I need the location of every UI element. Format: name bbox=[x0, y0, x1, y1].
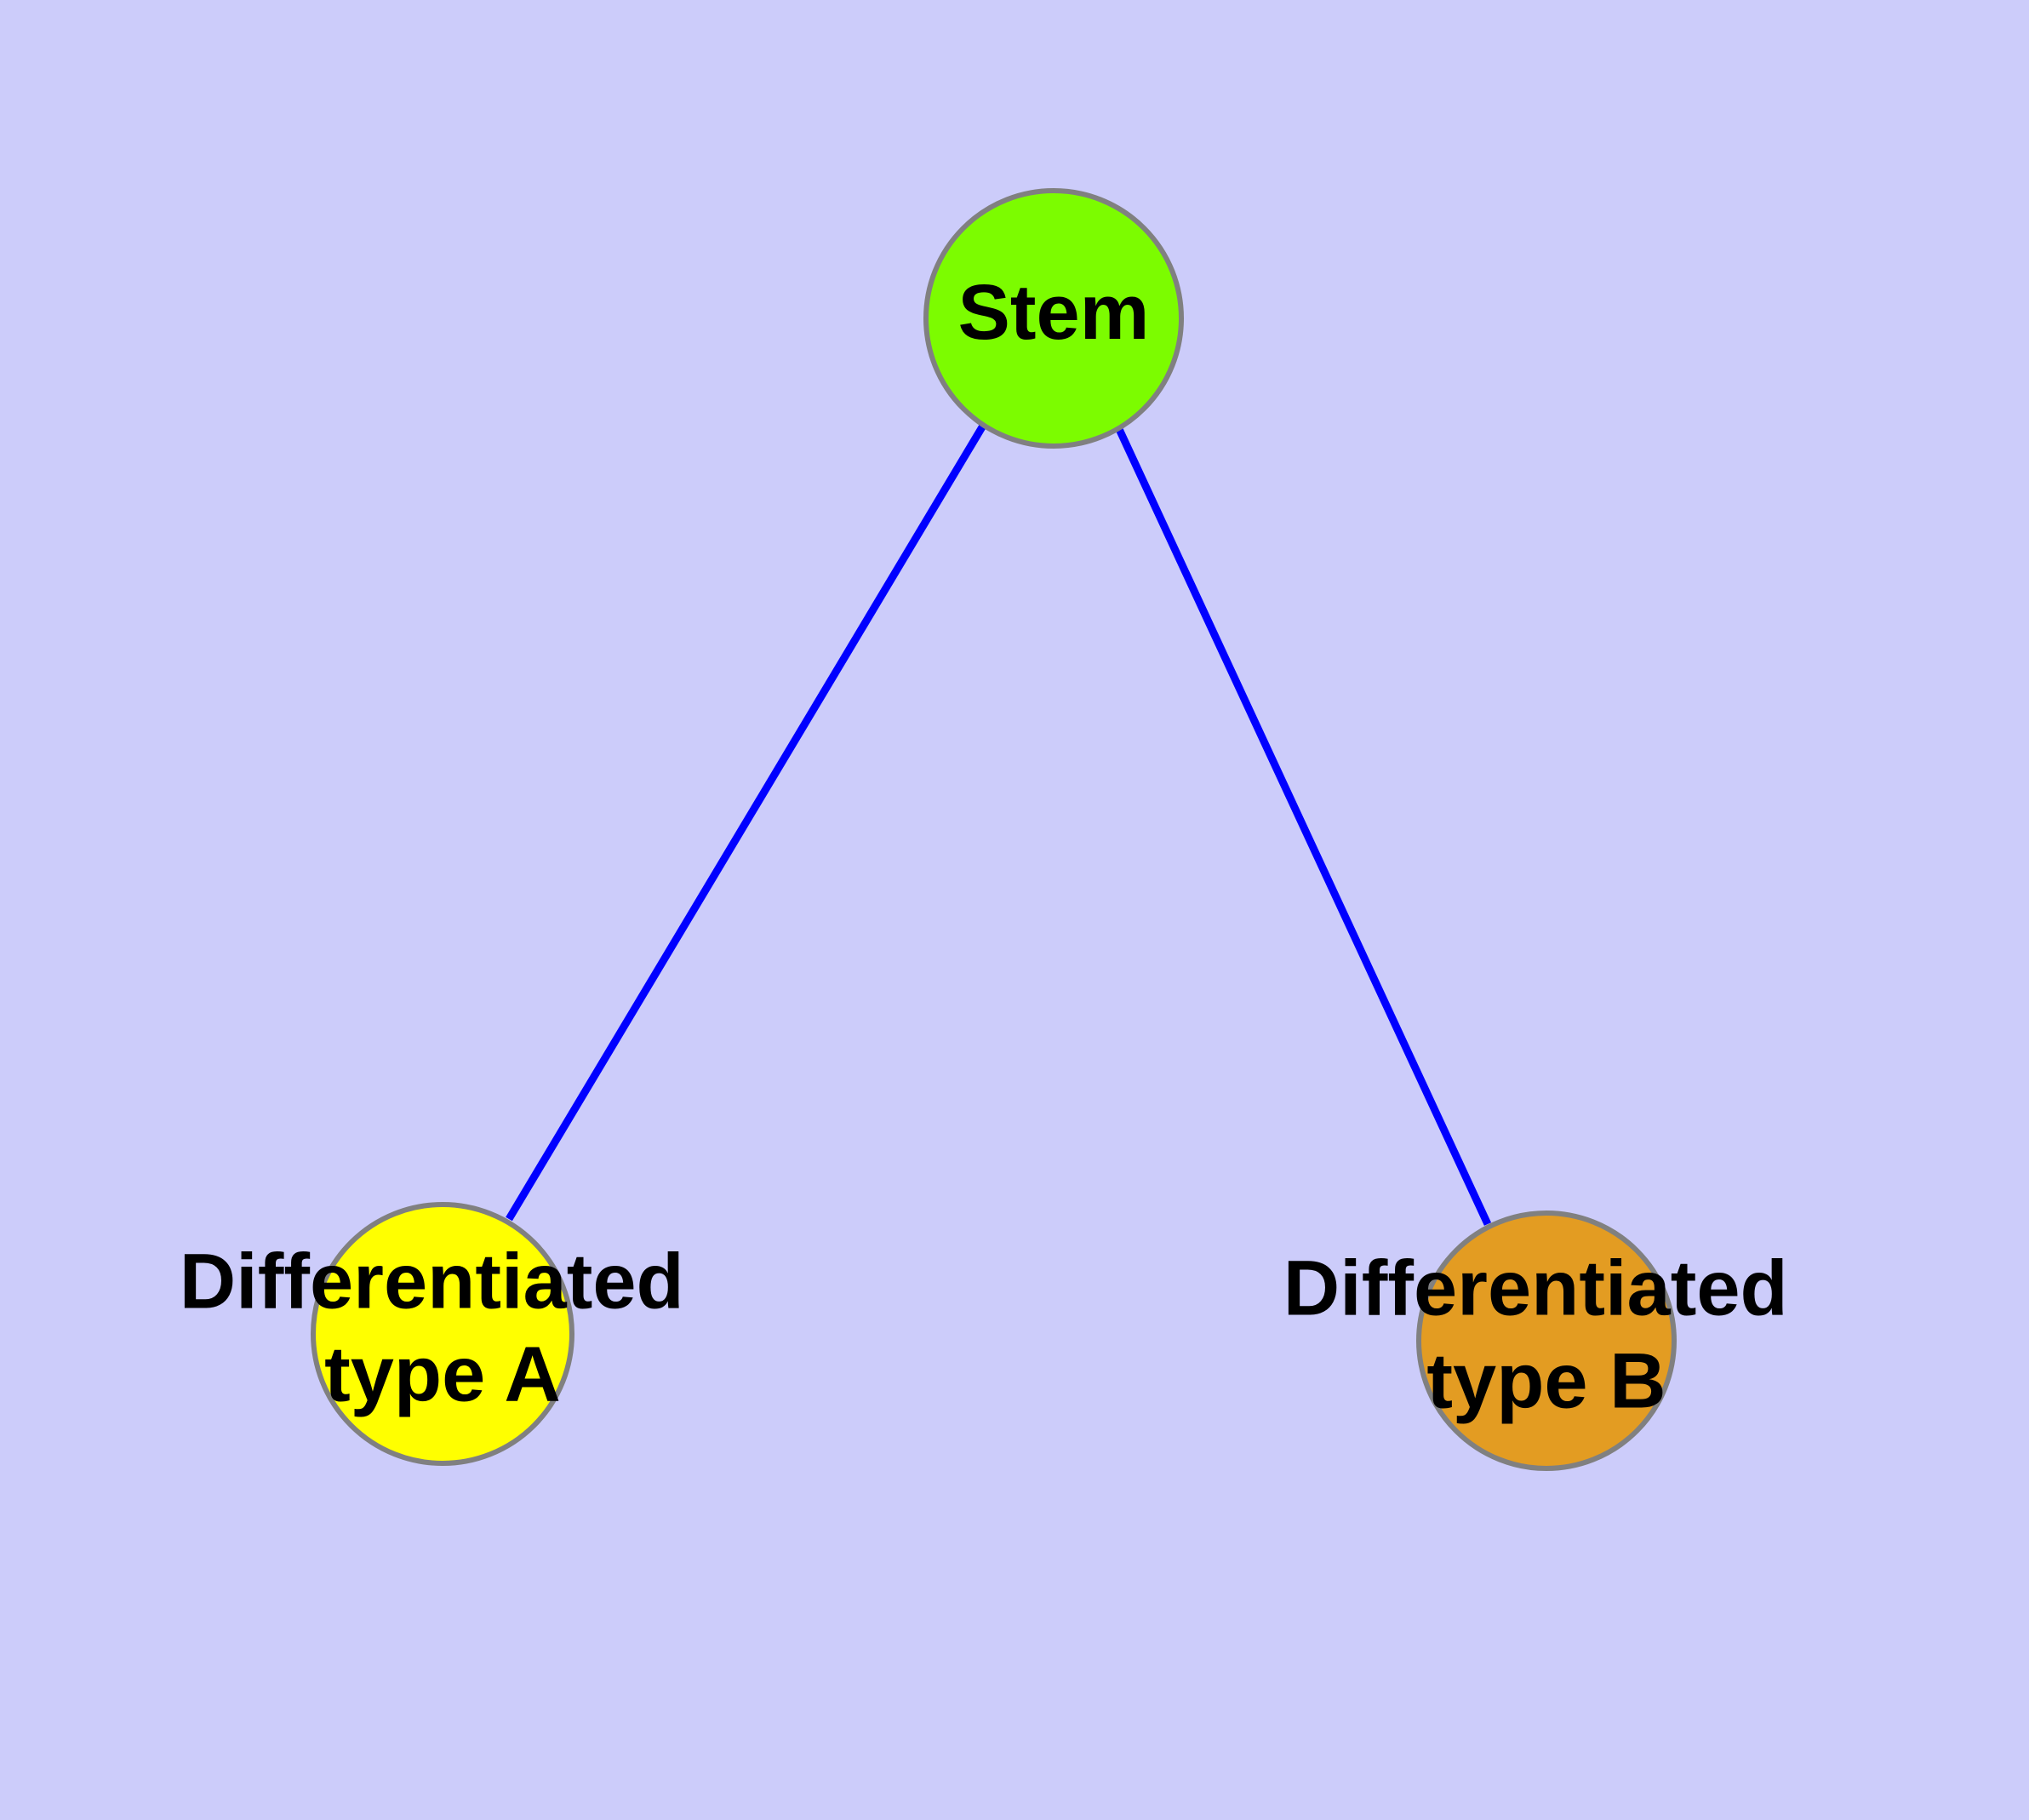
node-differentiated-type-b-circle[interactable] bbox=[1416, 1210, 1677, 1471]
node-differentiated-type-a-circle[interactable] bbox=[311, 1202, 574, 1466]
edges-layer bbox=[506, 423, 1492, 1226]
node-differentiated-type-a-label: Differentiated type A bbox=[180, 1239, 706, 1418]
node-stem[interactable]: Stem bbox=[923, 188, 1184, 449]
node-stem-label: Stem bbox=[958, 269, 1150, 356]
nodes-layer: Stem Differentiated type A Differentiate… bbox=[180, 188, 1810, 1471]
node-stem-circle[interactable] bbox=[923, 188, 1184, 449]
node-differentiated-type-b-label-line-2: type B bbox=[1426, 1338, 1666, 1425]
node-differentiated-type-a[interactable]: Differentiated type A bbox=[180, 1202, 706, 1466]
edge-stem-to-differentiated-type-a bbox=[506, 423, 986, 1222]
node-differentiated-type-a-label-line-2: type A bbox=[324, 1331, 561, 1418]
node-differentiated-type-b-label-line-1: Differentiated bbox=[1283, 1245, 1788, 1332]
node-differentiated-type-b[interactable]: Differentiated type B bbox=[1283, 1210, 1810, 1471]
edge-stem-to-differentiated-type-b bbox=[1114, 426, 1492, 1226]
node-differentiated-type-b-label: Differentiated type B bbox=[1283, 1245, 1810, 1425]
node-stem-label-line-1: Stem bbox=[958, 269, 1150, 356]
node-differentiated-type-a-label-line-1: Differentiated bbox=[180, 1239, 684, 1325]
